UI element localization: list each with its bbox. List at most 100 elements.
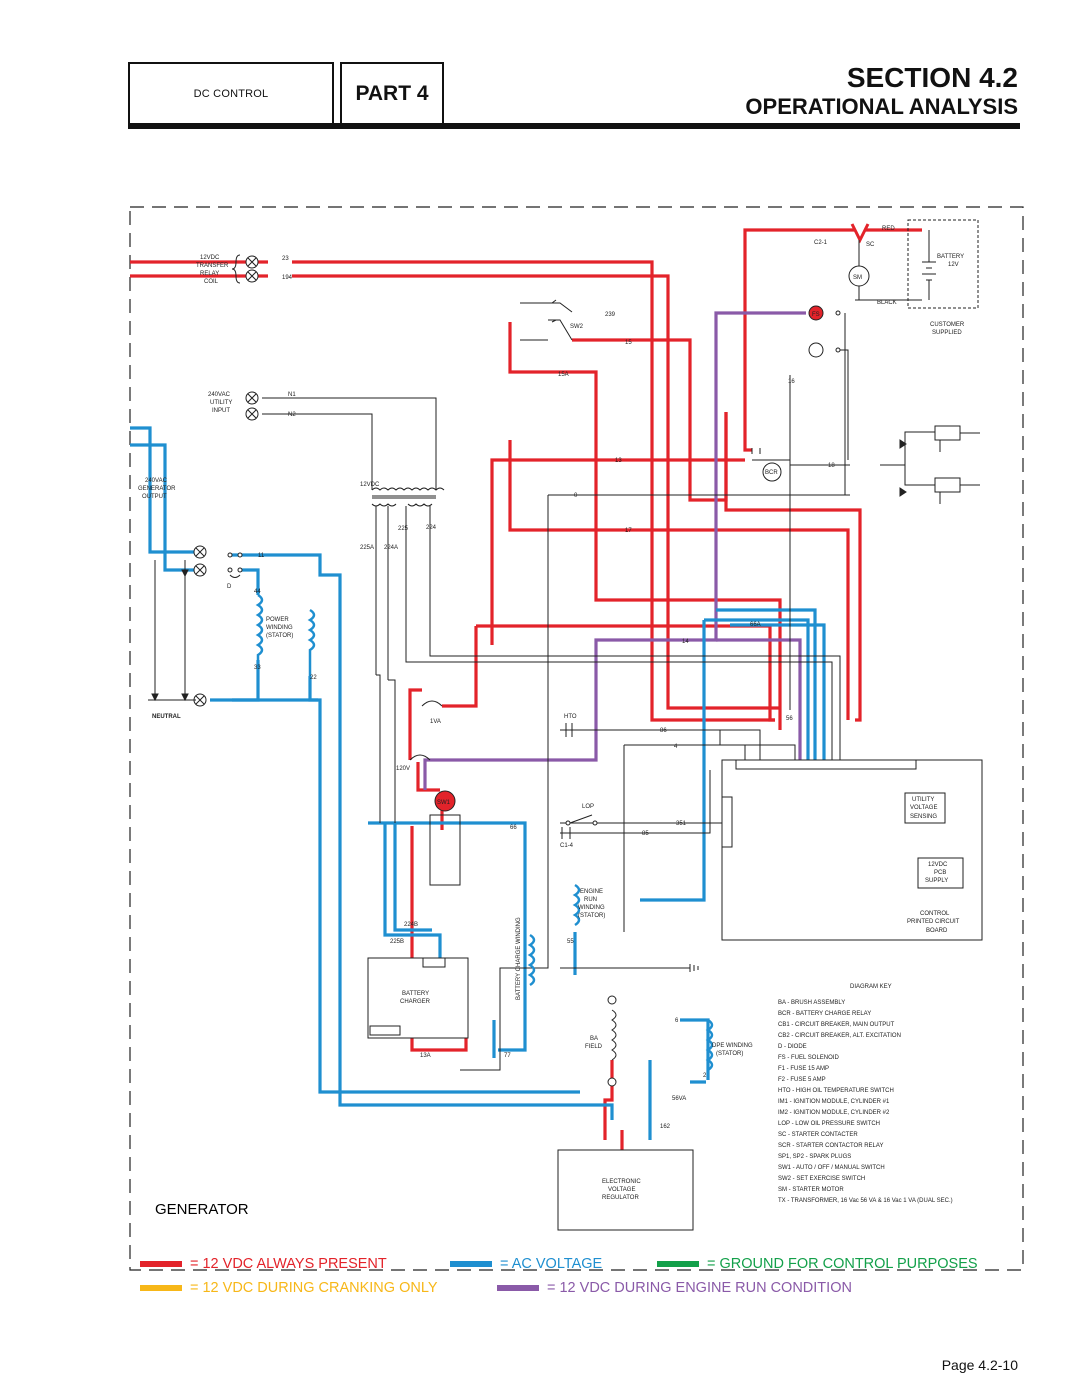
diagram-key: DIAGRAM KEY BA - BRUSH ASSEMBLY BCR - BA… [778,984,953,1204]
legend-red: = 12 VDC ALWAYS PRESENT [140,1256,387,1272]
wire-label-14: 14 [682,639,689,645]
utility-label-3: INPUT [212,408,230,414]
c2-1-label: C2-1 [814,240,828,246]
purple-wires [423,311,806,790]
wire-label-2: 2 [703,1073,707,1079]
wire-power-winding [232,660,260,702]
wire-label-15: 15 [625,340,632,346]
key-item-bcr: BCR - BATTERY CHARGE RELAY [778,1011,871,1017]
gen-output-label-1: 240VAC [145,478,168,484]
relay-label-3: RELAY [200,271,219,277]
starter-contactor-relay-scr [751,448,782,482]
wire-label-77: 77 [504,1053,511,1059]
wire-17 [508,440,850,720]
bcr-label: SW1 [437,800,451,806]
scr-label: BCR [765,470,778,476]
fuel-solenoid [808,305,841,321]
wire-label-56: 56 [786,716,793,722]
sw1-switch [520,299,573,341]
wire-194-top [130,274,780,710]
board-label-3: BOARD [926,928,948,934]
legend-blue: = AC VOLTAGE [450,1256,602,1272]
wire-13 [490,300,752,645]
board-label-2: PRINTED CIRCUIT [907,919,960,925]
wire-label-0: 0 [574,493,578,499]
blue-wires [130,426,826,1140]
wire-86 [600,729,761,760]
key-item-tx: TX - TRANSFORMER, 16 Vac 56 VA & 16 Vac … [778,1198,953,1204]
wire-n1 [262,397,437,490]
run-winding-label-1: ENGINE [580,889,603,895]
utility-input-lamps [245,391,259,421]
legend-purple-text: = 12 VDC DURING ENGINE RUN CONDITION [547,1280,852,1296]
legend-yellow: = 12 VDC DURING CRANKING ONLY [140,1280,438,1296]
battery-symbol [907,219,979,309]
wire-label-225: 225 [398,526,409,532]
wire-11 [232,553,614,1120]
legend-purple-swatch [497,1285,539,1291]
key-title: DIAGRAM KEY [850,984,892,990]
ba-label-2: FIELD [585,1044,603,1050]
sensing-label-1: UTILITY [912,797,934,803]
wire-label-86: 86 [660,728,667,734]
wire-85 [560,770,711,834]
key-item-sw2: SW2 - SET EXERCISE SWITCH [778,1176,865,1182]
stator-windings [527,883,714,1072]
wire-label-239: 239 [605,312,616,318]
key-item-lop: LOP - LOW OIL PRESSURE SWITCH [778,1121,880,1127]
dpe-label-2: (STATOR) [716,1051,743,1057]
wire-label-224a: 224A [384,545,398,551]
generator-label: GENERATOR [155,1201,249,1218]
wire-label-22: 22 [310,675,317,681]
wire-label-351: 351 [676,821,687,827]
power-winding-label-2: WINDING [266,625,293,631]
charger-label-2: CHARGER [400,999,431,1005]
cb1-breaker [227,552,243,578]
relay-label-1: 12VDC [200,255,220,261]
ground-symbols [689,964,699,972]
customer-label-1: CUSTOMER [930,322,965,328]
wire-0-vert [460,495,549,1071]
battery-charger-box [367,957,469,1039]
power-winding-label-3: (STATOR) [266,633,293,639]
red-label: RED [882,226,895,232]
dc-control-label: DC CONTROL [193,88,269,100]
evr-label-2: VOLTAGE [608,1187,635,1193]
sw2-label: LOP [582,804,594,810]
legend-yellow-text: = 12 VDC DURING CRANKING ONLY [190,1280,438,1296]
wire-label-85: 85 [642,831,649,837]
ignition-modules [899,425,980,504]
wire-225 [383,823,442,958]
relay-label-4: COIL [204,279,219,285]
pcb-supply-label-3: SUPPLY [925,878,948,884]
wire-239 [716,608,826,760]
wire-4 [623,744,746,932]
wire-label-13: 13 [615,458,622,464]
key-item-scr: SCR - STARTER CONTACTOR RELAY [778,1143,883,1149]
diagram-labels: 12VDC TRANSFER RELAY COIL 240VAC UTILITY… [138,226,965,1201]
wire-label-13a: 13A [420,1053,431,1059]
wire-18 [789,460,850,710]
wire-label-33: 33 [254,665,261,671]
board-label-1: CONTROL [920,911,950,917]
wire-n2 [262,413,373,490]
neutral-label: NEUTRAL [152,714,181,720]
key-item-d: D - DIODE [778,1044,807,1050]
sw2-switch [561,814,598,839]
starter-motor [848,223,870,300]
starter-contactor-sc [808,342,841,358]
transformer-tx [371,487,445,520]
power-winding-label-1: POWER [266,617,289,623]
evr-label-3: REGULATOR [602,1195,639,1201]
legend-blue-swatch [450,1261,492,1267]
sw1-label: SW2 [570,324,584,330]
wire-tx-sec [375,520,841,760]
wire-225-224 [376,674,396,823]
wire-label-162: 162 [660,1124,671,1130]
legend-red-text: = 12 VDC ALWAYS PRESENT [190,1256,387,1272]
legend-green-swatch [657,1261,699,1267]
key-item-cb1: CB1 - CIRCUIT BREAKER, MAIN OUTPUT [778,1022,895,1028]
charger-label-1: BATTERY [402,991,429,997]
evr-label-1: ELECTRONIC [602,1179,641,1185]
run-winding-label-3: WINDING [578,905,605,911]
